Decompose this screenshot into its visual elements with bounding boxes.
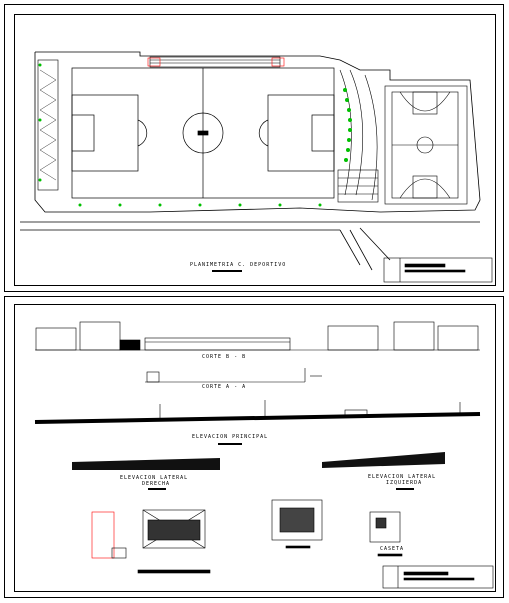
right-elevation-underline (148, 488, 166, 490)
right-elevation-title-2: DERECHA (142, 481, 171, 487)
soccer-field (71, 67, 335, 199)
left-elevation-title-1: ELEVACION LATERAL (368, 474, 437, 480)
section-a-title: CORTE A - A (202, 384, 247, 390)
bottom-inner-frame (14, 304, 496, 592)
grandstand (147, 56, 285, 68)
main-elevation (34, 400, 481, 424)
right-elevation-title-1: ELEVACION LATERAL (120, 475, 189, 481)
site-plan-title: PLANIMETRIA C. DEPORTIVO (190, 262, 287, 268)
vegetation-markers (38, 63, 352, 207)
lateral-elevation-left (322, 452, 445, 468)
plan-title-underline (212, 270, 242, 272)
ramp-structure (337, 69, 379, 203)
detail-title: CASETA (380, 546, 405, 552)
plan-title-block (383, 257, 493, 283)
section-a-a (145, 368, 322, 383)
sheet-title-block (382, 565, 494, 589)
left-elevation-title-2: IZQUIERDA (386, 480, 423, 486)
main-elevation-title: ELEVACION PRINCIPAL (192, 434, 269, 440)
basketball-court (384, 85, 468, 205)
section-b-title: CORTE B - B (202, 354, 247, 360)
site-boundary (20, 51, 481, 271)
left-structure (37, 59, 59, 191)
lateral-elevation-right (72, 458, 220, 470)
left-elevation-underline (396, 488, 414, 490)
detail-drawings (91, 499, 403, 574)
section-b-b (35, 321, 480, 351)
main-elevation-underline (218, 443, 242, 445)
